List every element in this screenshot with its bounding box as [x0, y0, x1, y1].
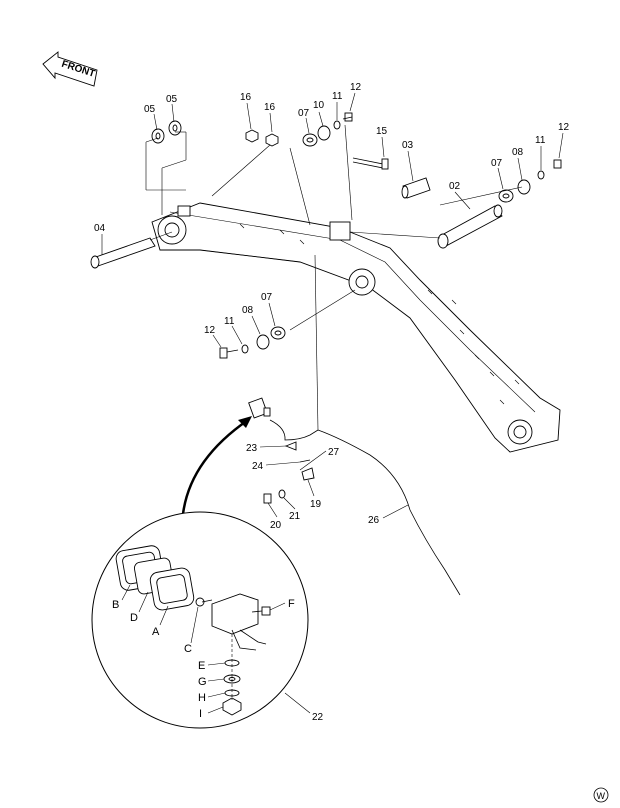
detail-callout-b: B: [112, 599, 119, 611]
mid-hardware: [219, 289, 356, 359]
callout-26: 26: [368, 515, 380, 526]
right-hardware: [498, 159, 562, 203]
callout-07c: 07: [261, 292, 273, 303]
detail-callout-a: A: [152, 626, 160, 638]
watermark: W: [593, 787, 609, 803]
callout-05a: 05: [144, 104, 156, 115]
pin-02: [349, 204, 503, 249]
detail-labels: B D A C F E G H I: [112, 598, 295, 720]
callout-20: 20: [270, 520, 282, 531]
callout-10: 10: [313, 100, 325, 111]
pin-04: [90, 231, 173, 269]
leader-lines: [101, 92, 564, 714]
callout-05b: 05: [166, 94, 178, 105]
callout-22: 22: [312, 712, 324, 723]
callout-16b: 16: [264, 102, 276, 113]
detail-circle: [91, 511, 309, 729]
top-hardware: [151, 112, 353, 147]
callout-07b: 07: [491, 158, 503, 169]
callout-27: 27: [328, 447, 340, 458]
watermark-label: W: [597, 791, 606, 801]
pin-03: [401, 177, 431, 199]
guide-lines: [145, 124, 523, 431]
callout-08a: 08: [512, 147, 524, 158]
callout-08b: 08: [242, 305, 254, 316]
callout-04: 04: [94, 223, 106, 234]
callout-11a: 11: [332, 91, 343, 102]
detail-callout-c: C: [184, 643, 192, 655]
callout-labels: 05 05 16 16 07 10 11 12 15 03 02 07 08 1…: [94, 82, 570, 723]
boom-body: [151, 202, 561, 453]
callout-24: 24: [252, 461, 264, 472]
detail-callout-i: I: [199, 708, 202, 720]
callout-19: 19: [310, 499, 322, 510]
detail-callout-d: D: [130, 612, 138, 624]
callout-07a: 07: [298, 108, 310, 119]
work-light-small: [248, 397, 461, 596]
callout-12a: 12: [350, 82, 362, 93]
front-arrow: FRONT: [42, 51, 98, 87]
detail-callout-g: G: [198, 676, 207, 688]
callout-02: 02: [449, 181, 461, 192]
callout-15: 15: [376, 126, 388, 137]
callout-23: 23: [246, 443, 258, 454]
bolt-15: [352, 157, 389, 170]
callout-03: 03: [402, 140, 414, 151]
callout-16a: 16: [240, 92, 252, 103]
callout-12b: 12: [558, 122, 570, 133]
detail-callout-h: H: [198, 692, 206, 704]
callout-11b: 11: [535, 135, 546, 146]
callout-11c: 11: [224, 316, 235, 327]
detail-arrow: [181, 416, 252, 515]
callout-12c: 12: [204, 325, 216, 336]
detail-callout-f: F: [288, 598, 295, 610]
callout-21: 21: [289, 511, 301, 522]
detail-callout-e: E: [198, 660, 205, 672]
